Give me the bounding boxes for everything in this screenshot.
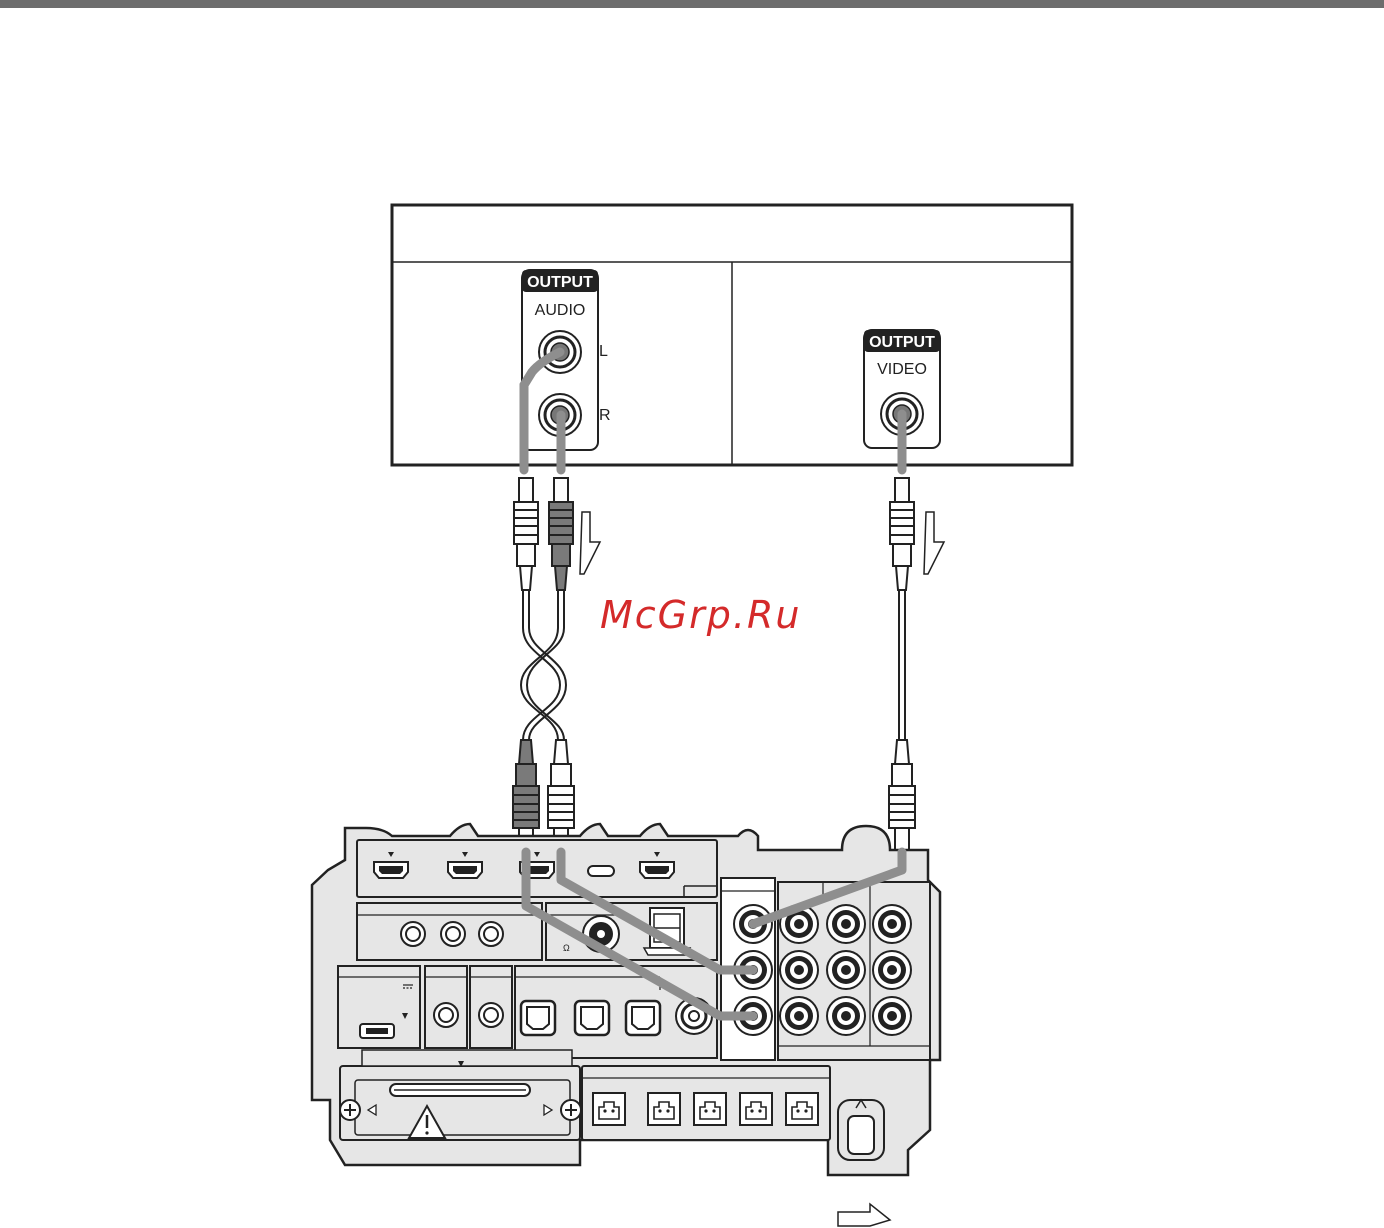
direction-arrow (838, 1204, 890, 1226)
jack-c[interactable] (479, 922, 503, 946)
ohm-symbol: Ω (563, 943, 570, 953)
optical-input-1[interactable] (521, 1001, 555, 1035)
jack-a[interactable] (401, 922, 425, 946)
source-device (392, 205, 1072, 465)
rca-jack[interactable] (827, 997, 865, 1035)
jack-e[interactable] (479, 1003, 503, 1027)
hdmi-input-2[interactable] (448, 862, 482, 878)
speaker-terminal-4[interactable] (740, 1093, 772, 1125)
audio-left-label: L (599, 343, 608, 360)
signal-flow-arrow-video (924, 512, 944, 574)
video-plug-top (890, 478, 914, 590)
audio-cable-twist (521, 590, 566, 740)
jack-d[interactable] (434, 1003, 458, 1027)
audio-label: AUDIO (535, 302, 586, 319)
rca-jack[interactable] (873, 951, 911, 989)
hdmi-output[interactable] (640, 862, 674, 878)
optical-input-2[interactable] (575, 1001, 609, 1035)
audio-output-badge: OUTPUT (527, 274, 593, 291)
speaker-terminal-5[interactable] (786, 1093, 818, 1125)
speaker-terminal-2[interactable] (648, 1093, 680, 1125)
ir-port[interactable] (588, 866, 614, 876)
audio-output-panel: OUTPUT AUDIO L R (522, 270, 611, 450)
video-label: VIDEO (877, 361, 927, 378)
signal-flow-arrow-audio (580, 512, 600, 574)
rca-jack[interactable] (873, 905, 911, 943)
screw-left (340, 1100, 360, 1120)
hdmi-input-1[interactable] (374, 862, 408, 878)
audio-plug-white-top (514, 478, 538, 590)
audio-plug-red-top (549, 478, 573, 590)
speaker-terminal-1[interactable] (593, 1093, 625, 1125)
video-cable-middle (899, 590, 905, 740)
screw-right (561, 1100, 581, 1120)
rca-jack[interactable] (827, 951, 865, 989)
rca-jack[interactable] (873, 997, 911, 1035)
rca-jack[interactable] (780, 951, 818, 989)
watermark-text: McGrp.Ru (600, 593, 801, 637)
video-output-badge: OUTPUT (869, 334, 935, 351)
rca-jack[interactable] (827, 905, 865, 943)
optical-input-3[interactable] (626, 1001, 660, 1035)
jack-b[interactable] (441, 922, 465, 946)
rca-jack[interactable] (780, 997, 818, 1035)
speaker-terminal-3[interactable] (694, 1093, 726, 1125)
video-plug-bottom (889, 740, 915, 852)
audio-right-label: R (599, 407, 611, 424)
usb-port[interactable] (360, 1024, 394, 1038)
